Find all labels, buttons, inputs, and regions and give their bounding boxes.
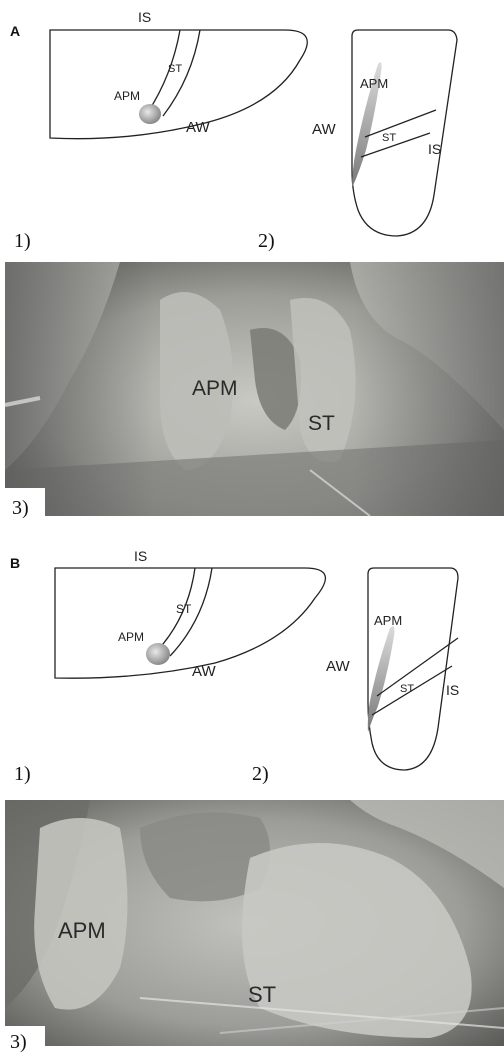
label-is: IS [138,9,151,25]
papillary-muscle-shape [146,643,170,665]
ventricle-outline [55,568,325,678]
panel-letter: B [10,555,20,571]
label-aw: AW [192,663,216,680]
diagram-short-axis: IS ST APM AW 1) [14,9,307,252]
panel-letter: A [10,23,20,39]
figure-number: 3) [10,1031,27,1053]
panel-b-figure: B IS ST APM AW 1) APM AW ST IS 2) [0,528,504,1056]
figure-number: 1) [14,763,31,785]
label-apm: APM [58,918,106,943]
label-st: ST [400,683,414,695]
label-apm: APM [192,377,238,400]
label-st: ST [168,63,182,75]
figure-number: 2) [252,763,269,785]
label-st: ST [248,982,276,1007]
figure-number: 2) [258,230,275,252]
figure-number: 3) [12,497,29,519]
panel-a: A IS ST APM AW 1) APM AW ST IS 2) [0,0,504,528]
label-aw: AW [326,658,350,675]
figure-number: 1) [14,230,31,252]
label-apm: APM [374,613,402,628]
diagram-long-axis: APM AW ST IS 2) [252,568,459,785]
ventricle-outline [50,30,307,139]
label-is: IS [428,141,441,157]
label-apm: APM [118,630,144,644]
diagram-long-axis: APM AW ST IS 2) [258,30,457,252]
label-aw: AW [312,121,336,138]
panel-b: B IS ST APM AW 1) APM AW ST IS 2) [0,528,504,1056]
label-apm: APM [360,76,388,91]
label-is: IS [134,548,147,564]
anatomical-photo: APM ST 3) [5,800,504,1053]
label-st: ST [382,132,396,144]
label-st: ST [176,602,192,616]
papillary-muscle-shape [139,104,161,124]
panel-a-figure: A IS ST APM AW 1) APM AW ST IS 2) [0,0,504,528]
label-aw: AW [186,119,210,136]
label-st: ST [308,412,335,435]
septal-trabecula-edge [365,110,436,137]
anatomical-photo: APM ST 3) [5,262,504,519]
diagram-short-axis: IS ST APM AW 1) [14,548,325,785]
label-apm: APM [114,89,140,103]
papillary-muscle-shape [368,626,395,732]
label-is: IS [446,682,459,698]
